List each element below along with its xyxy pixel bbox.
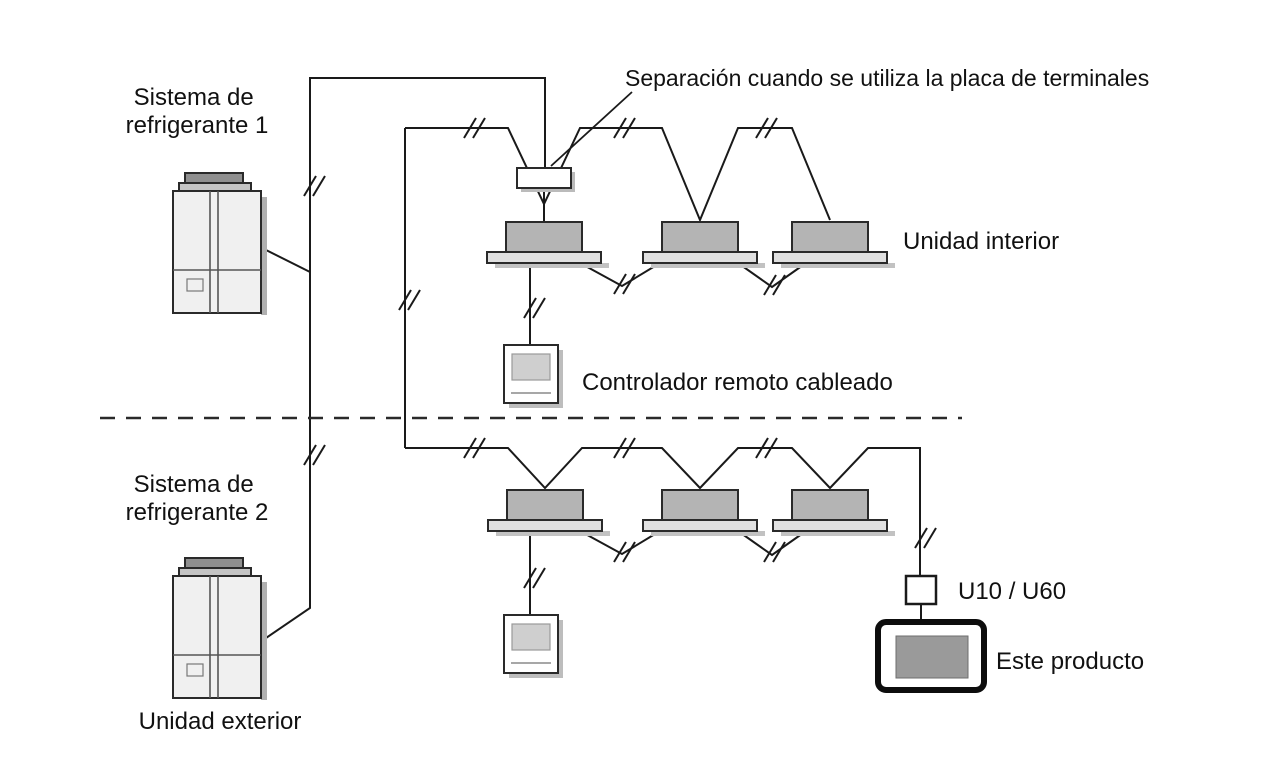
label-indoor-unit: Unidad interior — [903, 228, 1059, 255]
label-system1: Sistema de refrigerante 1 — [126, 84, 269, 139]
remote-controller-1 — [503, 344, 564, 409]
indoor-unit-4 — [487, 489, 611, 537]
this-product-device — [875, 619, 987, 693]
indoor-unit-6 — [772, 489, 896, 537]
wire-break-icon — [303, 444, 326, 466]
wire-link-upper-2 — [737, 262, 807, 289]
indoor-unit-2 — [642, 221, 766, 269]
wire-bus-lower — [405, 447, 921, 576]
wire-trunk — [265, 77, 546, 639]
label-wired-remote: Controlador remoto cableado — [582, 369, 893, 396]
outdoor-unit-system2 — [172, 557, 268, 701]
indoor-unit-3 — [772, 221, 896, 269]
wire-break-icon — [523, 567, 546, 589]
indoor-unit-1 — [486, 221, 610, 269]
label-system2: Sistema de refrigerante 2 — [126, 471, 269, 526]
wire-break-icon — [398, 289, 421, 311]
wire-outdoor1-branch — [265, 249, 311, 273]
label-outdoor-unit: Unidad exterior — [139, 708, 302, 735]
terminal-block — [516, 167, 575, 192]
wire-link-upper-1 — [579, 262, 661, 288]
terminal-block-body — [516, 167, 572, 189]
wire-break-icon — [523, 297, 546, 319]
label-separation-note: Separación cuando se utiliza la placa de… — [625, 65, 1149, 91]
label-this-product: Este producto — [996, 648, 1144, 675]
label-adapter-model: U10 / U60 — [958, 578, 1066, 605]
adapter-box — [904, 574, 938, 606]
wire-link-lower-2 — [737, 530, 807, 557]
remote-controller-2 — [503, 614, 564, 679]
indoor-unit-5 — [642, 489, 766, 537]
wire-link-lower-1 — [579, 530, 661, 556]
wire-bus-upper — [405, 127, 831, 223]
wires — [265, 77, 922, 639]
wire-break-icon — [303, 175, 326, 197]
wire-break-icon — [914, 527, 937, 549]
outdoor-unit-system1 — [172, 172, 268, 316]
product-screen — [895, 635, 969, 679]
